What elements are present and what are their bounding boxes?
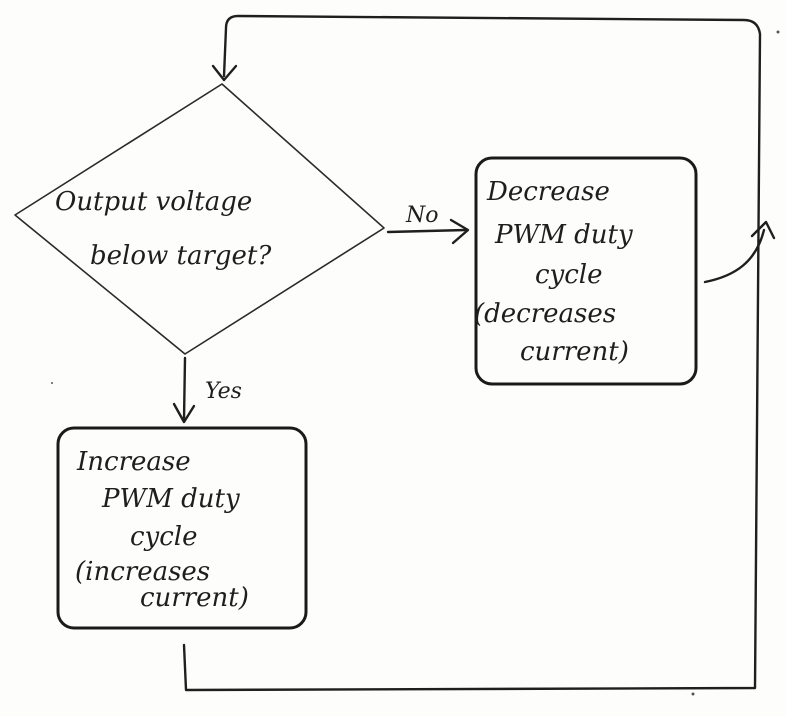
- decrease-box-line-2: PWM duty: [494, 220, 633, 250]
- paper-speck: [51, 382, 53, 384]
- decision-label-line-2: below target?: [90, 241, 272, 271]
- decrease-box-line-3: cycle: [535, 260, 603, 290]
- increase-box-line-2: PWM duty: [101, 484, 240, 514]
- paper-speck: [776, 30, 780, 34]
- no-label: No: [405, 203, 439, 228]
- decrease-duty-box: [474, 156, 698, 386]
- decision-label-line-1: Output voltage: [55, 187, 252, 217]
- yes-label: Yes: [205, 379, 242, 404]
- paper-speck: [691, 692, 695, 696]
- loop-back-line: [182, 14, 762, 692]
- decrease-box-line-5: current): [520, 337, 629, 367]
- loop-back-arrow-head: [211, 64, 238, 82]
- increase-duty-box: [56, 426, 308, 630]
- decrease-box-line-4: (decreases: [474, 299, 616, 329]
- no-arrow-line: [386, 228, 468, 234]
- decision-diamond: [14, 83, 385, 355]
- yes-arrow-line: [182, 356, 187, 422]
- no-arrow-head: [449, 218, 470, 245]
- decrease-box-line-1: Decrease: [486, 177, 610, 207]
- increase-box-line-1: Increase: [76, 447, 191, 477]
- yes-arrow-head: [172, 402, 196, 424]
- decrease-to-loop-line: [703, 228, 766, 284]
- increase-box-line-5: current): [140, 583, 249, 613]
- increase-box-line-4: (increases: [75, 557, 210, 587]
- increase-box-line-3: cycle: [130, 522, 198, 552]
- decrease-to-loop-head: [750, 220, 776, 240]
